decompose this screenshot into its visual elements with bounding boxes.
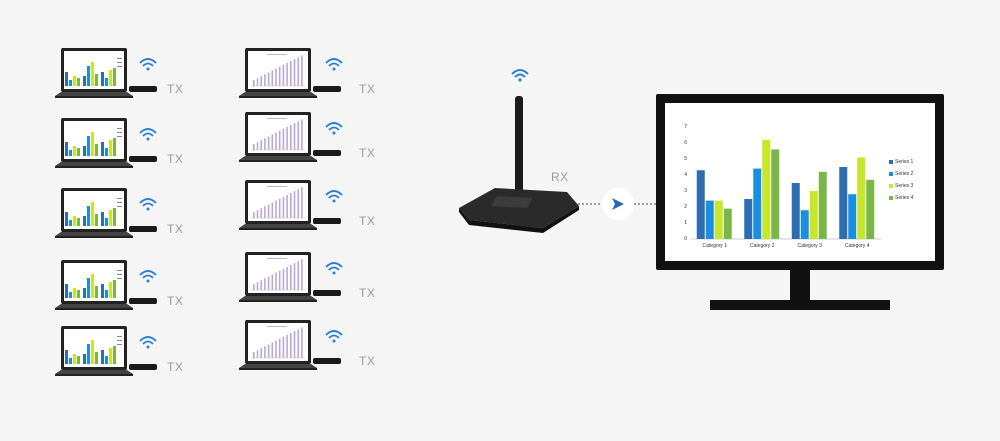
tx-label: TX: [359, 286, 376, 300]
wifi-icon: [325, 330, 343, 343]
laptop-transmitter: [55, 118, 187, 172]
laptop-transmitter: [55, 260, 187, 314]
monitor-stand: [710, 270, 890, 310]
bar: [839, 167, 848, 239]
bar: [771, 149, 780, 239]
bar: [857, 157, 866, 239]
bar: [762, 139, 771, 239]
tx-label: TX: [167, 222, 184, 236]
y-tick-label: 1: [684, 220, 687, 226]
wifi-icon: [139, 336, 157, 349]
legend-item: Series 3: [889, 183, 913, 189]
laptop-icon: [55, 260, 157, 310]
bar-chart: [691, 139, 881, 240]
bar: [714, 200, 723, 239]
y-tick-label: 7: [684, 124, 687, 130]
laptop-icon: [239, 180, 343, 230]
bar: [723, 208, 732, 239]
laptop-icon: [239, 48, 343, 98]
laptop-icon: [239, 320, 343, 370]
y-tick-label: 2: [684, 204, 687, 210]
laptop-transmitter: [239, 320, 371, 374]
x-tick-label: Category 1: [702, 243, 727, 249]
y-tick-label: 5: [684, 156, 687, 162]
legend-item: Series 2: [889, 171, 913, 177]
y-tick-label: 3: [684, 188, 687, 194]
legend-item: Series 4: [889, 195, 913, 201]
x-tick-label: Category 3: [797, 243, 822, 249]
arrow-right-icon: [612, 198, 624, 210]
bar: [696, 170, 705, 239]
wifi-icon: [139, 128, 157, 141]
tx-label: TX: [359, 82, 376, 96]
x-tick-label: Category 4: [845, 243, 870, 249]
laptop-transmitter: [239, 112, 371, 166]
y-tick-label: 6: [684, 140, 687, 146]
x-tick-label: Category 2: [750, 243, 775, 249]
laptop-icon: [55, 188, 157, 238]
wifi-icon: [325, 122, 343, 135]
laptop-transmitter: [239, 252, 371, 306]
laptop-icon: [55, 326, 157, 376]
wifi-icon: [325, 58, 343, 71]
laptop-transmitter: [55, 188, 187, 242]
bar: [866, 179, 875, 239]
wifi-icon: [511, 69, 529, 82]
wifi-icon: [139, 58, 157, 71]
bar: [753, 168, 762, 239]
router: [455, 60, 585, 240]
laptop-transmitter: [55, 326, 187, 380]
wifi-icon: [139, 270, 157, 283]
tx-label: TX: [167, 152, 184, 166]
wifi-icon: [139, 198, 157, 211]
tx-label: TX: [167, 82, 184, 96]
y-tick-label: 4: [684, 172, 687, 178]
bar: [800, 210, 809, 239]
tx-label: TX: [167, 294, 184, 308]
bar: [809, 191, 818, 239]
bar: [818, 171, 827, 239]
tx-label: TX: [167, 360, 184, 374]
tx-label: TX: [359, 146, 376, 160]
laptop-icon: [55, 48, 157, 98]
bar: [791, 183, 800, 239]
connection-line: [578, 188, 656, 220]
antenna: [515, 96, 523, 196]
bar: [744, 199, 753, 239]
wifi-icon: [325, 190, 343, 203]
bar: [848, 194, 857, 239]
y-tick-label: 0: [684, 236, 687, 242]
tx-label: TX: [359, 214, 376, 228]
laptop-icon: [239, 112, 343, 162]
wifi-icon: [325, 262, 343, 275]
laptop-icon: [55, 118, 157, 168]
rx-label: RX: [551, 170, 569, 184]
laptop-transmitter: [239, 48, 371, 102]
laptop-transmitter: [55, 48, 187, 102]
laptop-icon: [239, 252, 343, 302]
bar: [705, 200, 714, 239]
laptop-transmitter: [239, 180, 371, 234]
tx-label: TX: [359, 354, 376, 368]
legend-item: Series 1: [889, 159, 913, 165]
